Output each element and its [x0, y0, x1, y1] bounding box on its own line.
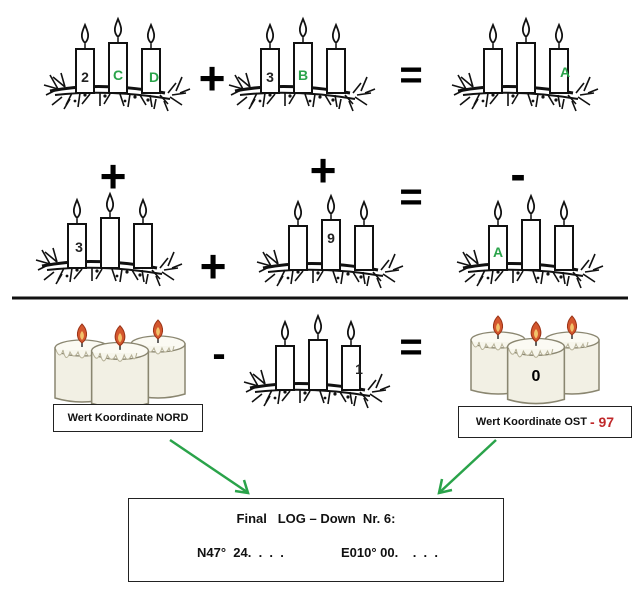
minus-operator: - — [510, 148, 525, 200]
final-coordinates-box: Final LOG – Down Nr. 6: N47° 24. . . . E… — [128, 498, 504, 582]
plus-operator: + — [199, 52, 226, 104]
candle-label: B — [298, 67, 308, 83]
arrow-ost — [439, 440, 496, 493]
candle-label: 3 — [266, 69, 274, 85]
candle-wreath-row2-b: 9 — [257, 196, 403, 288]
equals-operator: = — [399, 53, 422, 97]
candle-wreath-row1-a: 2 C D — [44, 19, 190, 111]
final-title: Final LOG – Down Nr. 6: — [129, 511, 503, 526]
final-north-coordinate: N47° 24. . . . — [197, 545, 284, 560]
candle-label: 3 — [75, 239, 83, 255]
candle-wreath-row2-a: 3 — [36, 194, 182, 286]
wax-candles-nord — [55, 320, 185, 408]
plus-operator: + — [310, 144, 337, 196]
candle-label: 1 — [355, 361, 363, 377]
candle-label: A — [493, 244, 503, 260]
candle-wreath-row2-result: A — [457, 196, 603, 288]
arrow-nord — [170, 440, 248, 493]
minus-operator: - — [212, 332, 225, 376]
ost-label: Wert Koordinate OST — [476, 416, 587, 428]
wax-candle-value: 0 — [532, 368, 541, 385]
wert-koordinate-ost-box: Wert Koordinate OST - 97 — [458, 406, 632, 438]
nord-label: Wert Koordinate NORD — [68, 412, 189, 424]
candle-label: 2 — [81, 69, 89, 85]
equals-operator: = — [399, 325, 422, 369]
candle-wreath-row3: 1 — [244, 316, 390, 408]
equals-operator: = — [399, 175, 422, 219]
wert-koordinate-nord-box: Wert Koordinate NORD — [53, 404, 203, 432]
final-east-coordinate: E010° 00. . . . — [341, 545, 438, 560]
candle-label: C — [113, 67, 123, 83]
plus-operator: + — [200, 240, 227, 292]
ost-offset: - 97 — [590, 414, 614, 430]
candle-label: A — [560, 64, 570, 80]
plus-operator: + — [100, 150, 127, 202]
candle-label: D — [149, 69, 159, 85]
wax-candles-ost — [471, 316, 599, 404]
candle-wreath-row1-result: A — [452, 19, 598, 111]
candle-label: 9 — [327, 230, 335, 246]
candle-wreath-row1-b: 3 B — [229, 19, 375, 111]
